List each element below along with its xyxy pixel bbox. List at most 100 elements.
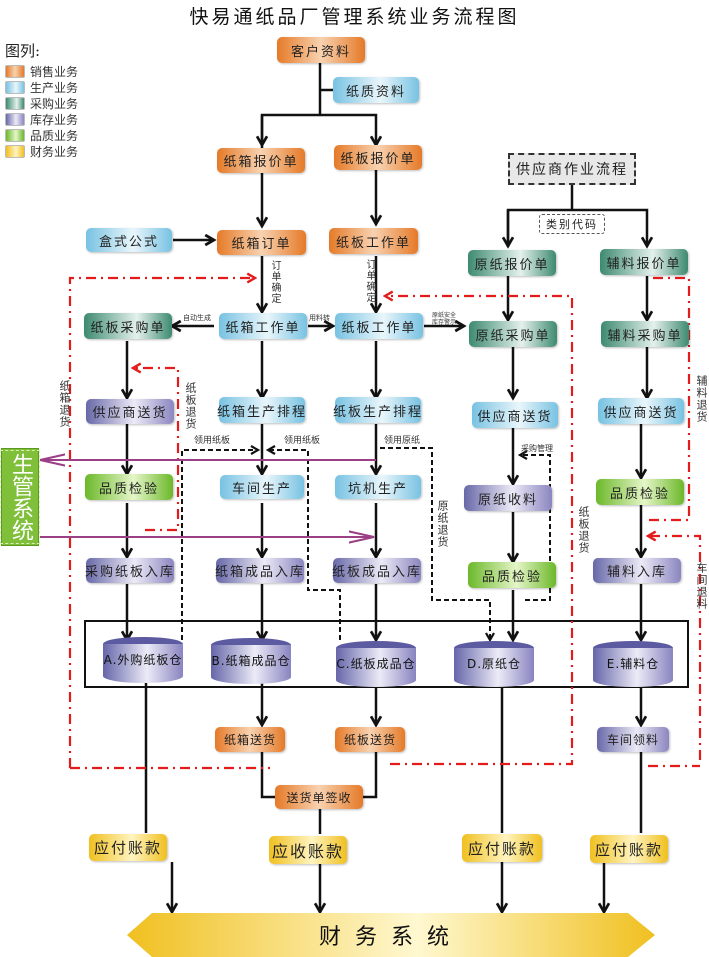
dashed-line <box>520 455 551 601</box>
node-carton-schedule[interactable]: 纸箱生产排程 <box>217 397 305 423</box>
label-carton-return: 纸箱退货 <box>58 380 71 428</box>
legend-swatch <box>5 112 25 126</box>
label-material-transfer: 用料转 <box>309 314 330 322</box>
warehouse-e[interactable]: E.辅料仓 <box>593 641 673 687</box>
node-supplier-delivery-1[interactable]: 供应商送货 <box>86 399 174 424</box>
return-line <box>68 278 255 768</box>
legend-label: 生产业务 <box>30 80 79 95</box>
label-order-confirm-1: 订单确定 <box>269 260 280 304</box>
node-corrugator-production[interactable]: 坑机生产 <box>335 475 421 499</box>
node-board-work-order-top[interactable]: 纸板工作单 <box>329 228 418 254</box>
warehouse-frame <box>84 620 689 688</box>
label-auto-generate: 自动生成 <box>183 314 211 322</box>
node-carton-finished-in[interactable]: 纸箱成品入库 <box>215 558 304 583</box>
node-category-code: 类别代码 <box>539 214 605 234</box>
dashed-line <box>380 447 490 640</box>
node-carton-delivery[interactable]: 纸箱送货 <box>215 727 285 752</box>
node-raw-paper-receiving[interactable]: 原纸收料 <box>464 485 552 511</box>
node-workshop-production[interactable]: 车间生产 <box>220 475 304 499</box>
warehouse-label: A.外购纸板仓 <box>103 653 183 667</box>
node-quality-check-2[interactable]: 品质检验 <box>468 562 556 588</box>
label-line: 原纸安全 <box>432 312 457 319</box>
legend-title: 图列: <box>5 42 41 60</box>
production-management-label: 生管系统 <box>0 450 40 544</box>
cylinder-bottom <box>336 673 416 687</box>
return-line <box>648 276 691 522</box>
label-use-board-1: 领用纸板 <box>194 436 231 446</box>
node-carton-order[interactable]: 纸箱订单 <box>217 230 306 255</box>
legend-label: 销售业务 <box>30 64 79 79</box>
legend-item-inventory: 库存业务 <box>5 111 78 127</box>
dashed-line <box>268 450 341 640</box>
node-board-work-order[interactable]: 纸板工作单 <box>335 313 423 339</box>
node-supplier-delivery-2[interactable]: 供应商送货 <box>472 402 558 428</box>
node-quality-check-1[interactable]: 品质检验 <box>85 474 173 500</box>
legend-swatch <box>5 128 25 142</box>
node-board-finished-in[interactable]: 纸板成品入库 <box>332 558 421 583</box>
dashed-line <box>181 450 258 640</box>
finance-system-shape <box>127 913 655 957</box>
legend-swatch <box>5 64 25 78</box>
label-use-board-2: 领用纸板 <box>284 436 321 446</box>
node-purchased-board-in[interactable]: 采购纸板入库 <box>85 558 174 583</box>
node-aux-purchase[interactable]: 辅料采购单 <box>601 321 689 347</box>
legend-item-purchase: 采购业务 <box>5 95 78 111</box>
node-board-delivery[interactable]: 纸板送货 <box>335 727 405 752</box>
legend-swatch <box>5 96 25 110</box>
node-customer-info[interactable]: 客户资料 <box>277 37 365 63</box>
warehouse-d[interactable]: D.原纸仓 <box>454 641 534 687</box>
legend-swatch <box>5 144 25 158</box>
node-supplier-flow[interactable]: 供应商作业流程 <box>508 153 636 185</box>
node-raw-paper-quote[interactable]: 原纸报价单 <box>468 250 556 276</box>
node-supplier-delivery-3[interactable]: 供应商送货 <box>598 398 684 424</box>
label-workshop-return: 车间退料 <box>695 562 708 610</box>
label-line: 库存警示 <box>432 319 457 326</box>
finance-system[interactable]: 财务系统 <box>318 925 463 950</box>
legend-item-production: 生产业务 <box>5 79 78 95</box>
node-workshop-material[interactable]: 车间领料 <box>597 727 669 752</box>
legend-item-finance: 财务业务 <box>5 143 78 159</box>
node-raw-paper-purchase[interactable]: 原纸采购单 <box>469 321 557 347</box>
legend-item-quality: 品质业务 <box>5 127 78 143</box>
return-line <box>133 368 180 532</box>
node-receivable[interactable]: 应收账款 <box>269 836 347 864</box>
node-paper-quality-info[interactable]: 纸质资料 <box>333 77 419 103</box>
legend: 图列: 销售业务 生产业务 采购业务 库存业务 品质业务 财务业务 <box>5 40 78 159</box>
label-raw-paper-return: 原纸退货 <box>436 500 449 548</box>
legend-label: 库存业务 <box>30 112 79 127</box>
flow-line <box>363 752 378 799</box>
node-payable-1[interactable]: 应付账款 <box>89 834 167 861</box>
node-aux-quote[interactable]: 辅料报价单 <box>600 249 688 275</box>
warehouse-c[interactable]: C.纸板成品仓 <box>336 641 416 687</box>
legend-label: 采购业务 <box>30 96 79 111</box>
node-box-formula[interactable]: 盒式公式 <box>86 228 172 252</box>
node-carton-work-order[interactable]: 纸箱工作单 <box>219 313 307 339</box>
flow-line <box>260 113 376 148</box>
diagram-title: 快易通纸品厂管理系统业务流程图 <box>189 6 520 28</box>
return-line <box>648 536 702 760</box>
production-management-system[interactable]: 生管系统 <box>0 448 40 546</box>
label-board-return-1: 纸板退货 <box>184 382 197 430</box>
node-payable-2[interactable]: 应付账款 <box>462 834 542 862</box>
cylinder-bottom <box>103 669 183 683</box>
label-aux-return: 辅料退货 <box>695 375 708 423</box>
legend-swatch <box>5 80 25 94</box>
legend-label: 品质业务 <box>30 128 79 143</box>
warehouse-label: E.辅料仓 <box>606 657 660 671</box>
node-board-quote[interactable]: 纸板报价单 <box>334 145 422 170</box>
node-carton-quote[interactable]: 纸箱报价单 <box>217 148 305 173</box>
node-delivery-sign[interactable]: 送货单签收 <box>275 785 363 809</box>
node-board-schedule[interactable]: 纸板生产排程 <box>333 397 421 423</box>
label-use-raw-paper: 领用原纸 <box>384 436 421 446</box>
return-line <box>385 296 574 766</box>
node-aux-in[interactable]: 辅料入库 <box>593 558 681 583</box>
warehouse-b[interactable]: B.纸箱成品仓 <box>211 638 291 684</box>
warehouse-a[interactable]: A.外购纸板仓 <box>103 637 183 683</box>
label-purchase-mgmt: 采购管理 <box>521 444 553 453</box>
node-board-purchase[interactable]: 纸板采购单 <box>84 313 172 339</box>
node-payable-3[interactable]: 应付账款 <box>590 835 668 863</box>
node-quality-check-3[interactable]: 品质检验 <box>596 479 684 505</box>
cylinder-bottom <box>211 670 291 684</box>
